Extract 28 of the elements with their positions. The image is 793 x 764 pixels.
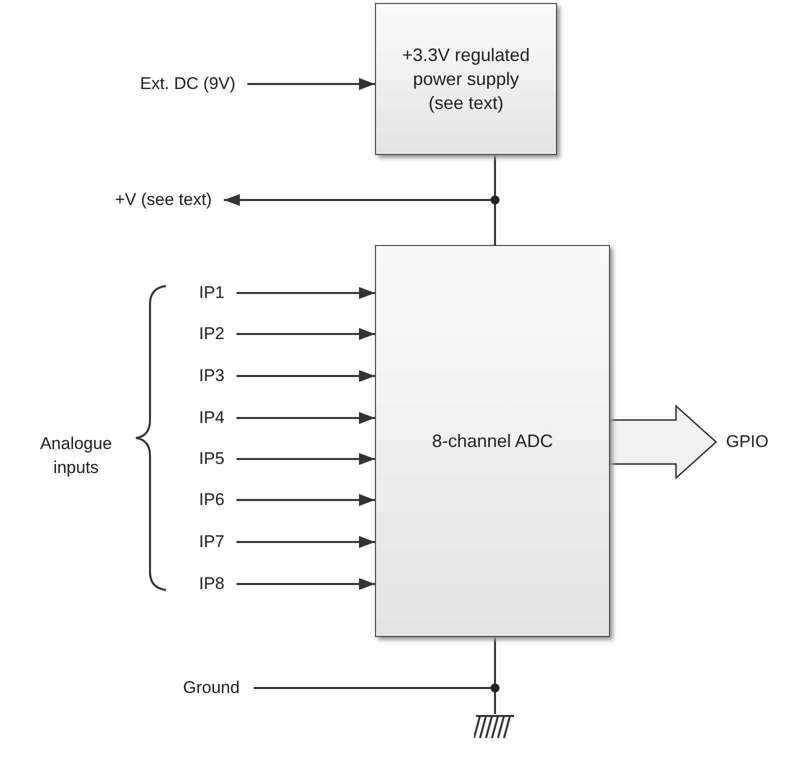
ground-symbol [474,714,516,740]
input-label: Ext. DC (9V) [140,74,236,94]
arrow [247,78,375,90]
input-label: IP6 [199,490,225,510]
output-label: GPIO [726,432,769,452]
input-label: IP7 [199,532,225,552]
input-label: IP4 [199,408,225,428]
arrow [236,494,375,506]
arrow [236,412,375,424]
arrow [236,536,375,548]
arrow [236,370,375,382]
block-arrow [609,404,718,480]
input-label: IP8 [199,574,225,594]
arrow [236,453,375,465]
input-label: IP3 [199,366,225,386]
input-label: IP2 [199,324,225,344]
power-supply-box [375,3,557,155]
ground-label: Ground [183,678,240,698]
output-label: +V (see text) [115,190,212,210]
box-label: +3.3V regulated power supply (see text) [401,44,531,115]
arrow [236,328,375,340]
group-label: Analogue inputs [39,433,113,479]
input-label: IP5 [199,449,225,469]
arrow [236,578,375,590]
adc-box [375,245,610,637]
arrow [236,287,375,299]
input-label: IP1 [199,283,225,303]
box-label: 8-channel ADC [432,430,554,453]
